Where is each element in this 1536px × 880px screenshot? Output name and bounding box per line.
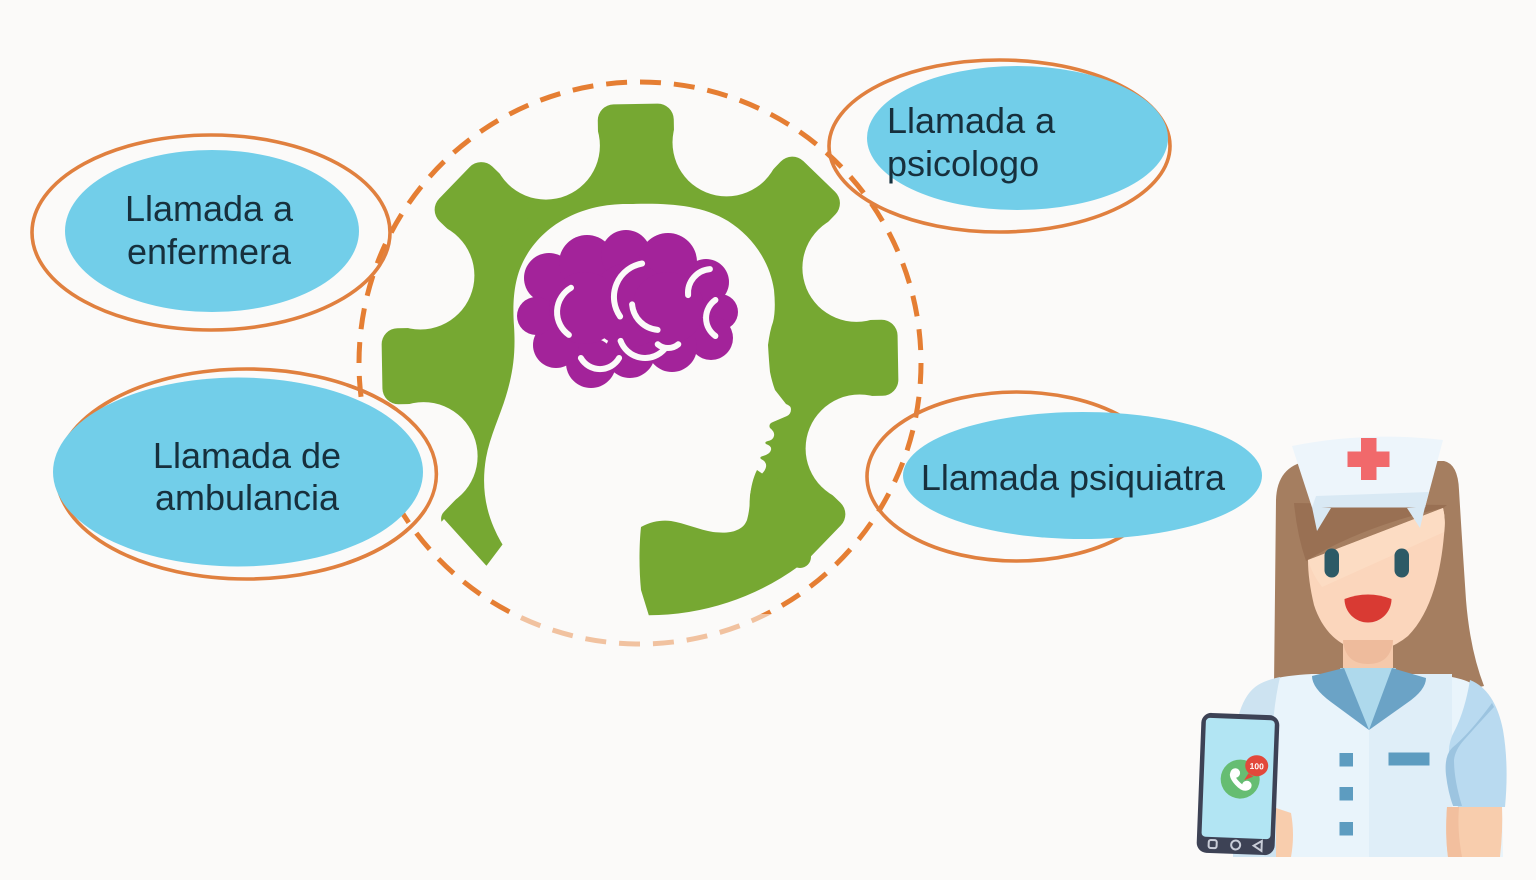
svg-text:100: 100 bbox=[1249, 761, 1264, 772]
svg-text:Llamada a: Llamada a bbox=[887, 100, 1056, 141]
svg-text:Llamada de: Llamada de bbox=[153, 435, 341, 476]
svg-text:ambulancia: ambulancia bbox=[155, 477, 340, 518]
svg-text:psicologo: psicologo bbox=[887, 143, 1039, 184]
svg-text:Llamada a: Llamada a bbox=[125, 188, 294, 229]
svg-text:enfermera: enfermera bbox=[127, 231, 292, 272]
svg-text:Llamada psiquiatra: Llamada psiquiatra bbox=[921, 457, 1226, 498]
